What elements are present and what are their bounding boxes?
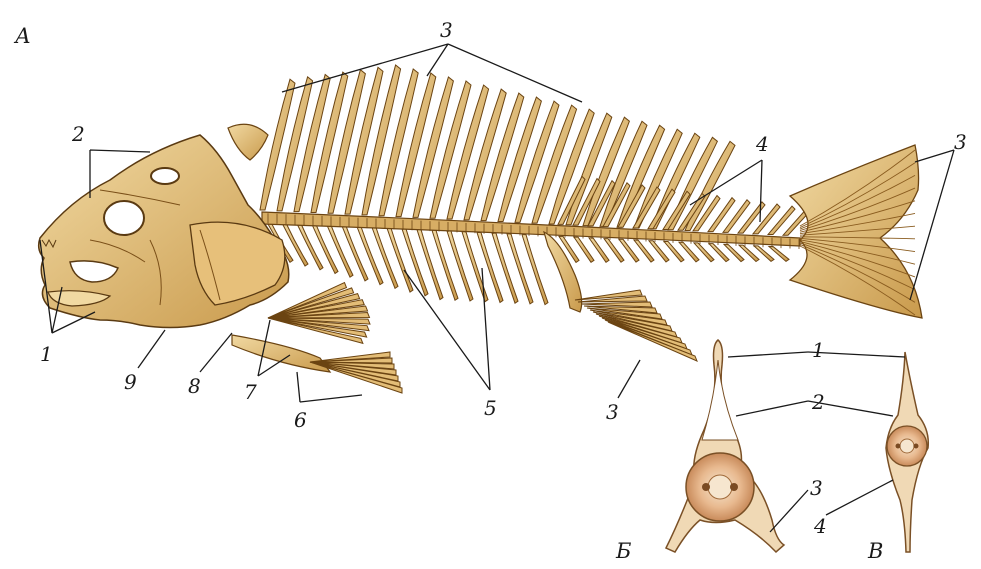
label-5-ribs: 5 (484, 398, 497, 418)
label-9: 9 (124, 372, 137, 392)
vertebra-b-illustration (666, 340, 784, 552)
label-v-4: 4 (814, 516, 827, 536)
label-3-anal: 3 (606, 402, 619, 422)
panel-label-b: Б (616, 541, 631, 562)
label-1-jaw: 1 (40, 344, 53, 364)
vertebra-v-illustration (886, 352, 928, 552)
cleithrum (228, 124, 268, 160)
skull (39, 135, 289, 328)
label-4-vertebrae: 4 (756, 134, 769, 154)
label-3-dorsal: 3 (440, 20, 453, 40)
panel-label-v: В (868, 541, 883, 562)
label-7: 7 (244, 382, 257, 402)
panel-label-a: А (15, 26, 31, 47)
label-3-caudal: 3 (954, 132, 967, 152)
caudal-fin (790, 145, 922, 318)
pelvic-fin (232, 335, 402, 393)
rib (522, 235, 548, 305)
label-8: 8 (188, 376, 201, 396)
label-b-2: 2 (812, 392, 825, 412)
pectoral-fin (268, 283, 370, 344)
label-b-1: 1 (812, 340, 825, 360)
label-b-3: 3 (810, 478, 823, 498)
label-6: 6 (294, 410, 307, 430)
label-2-skull: 2 (72, 124, 85, 144)
